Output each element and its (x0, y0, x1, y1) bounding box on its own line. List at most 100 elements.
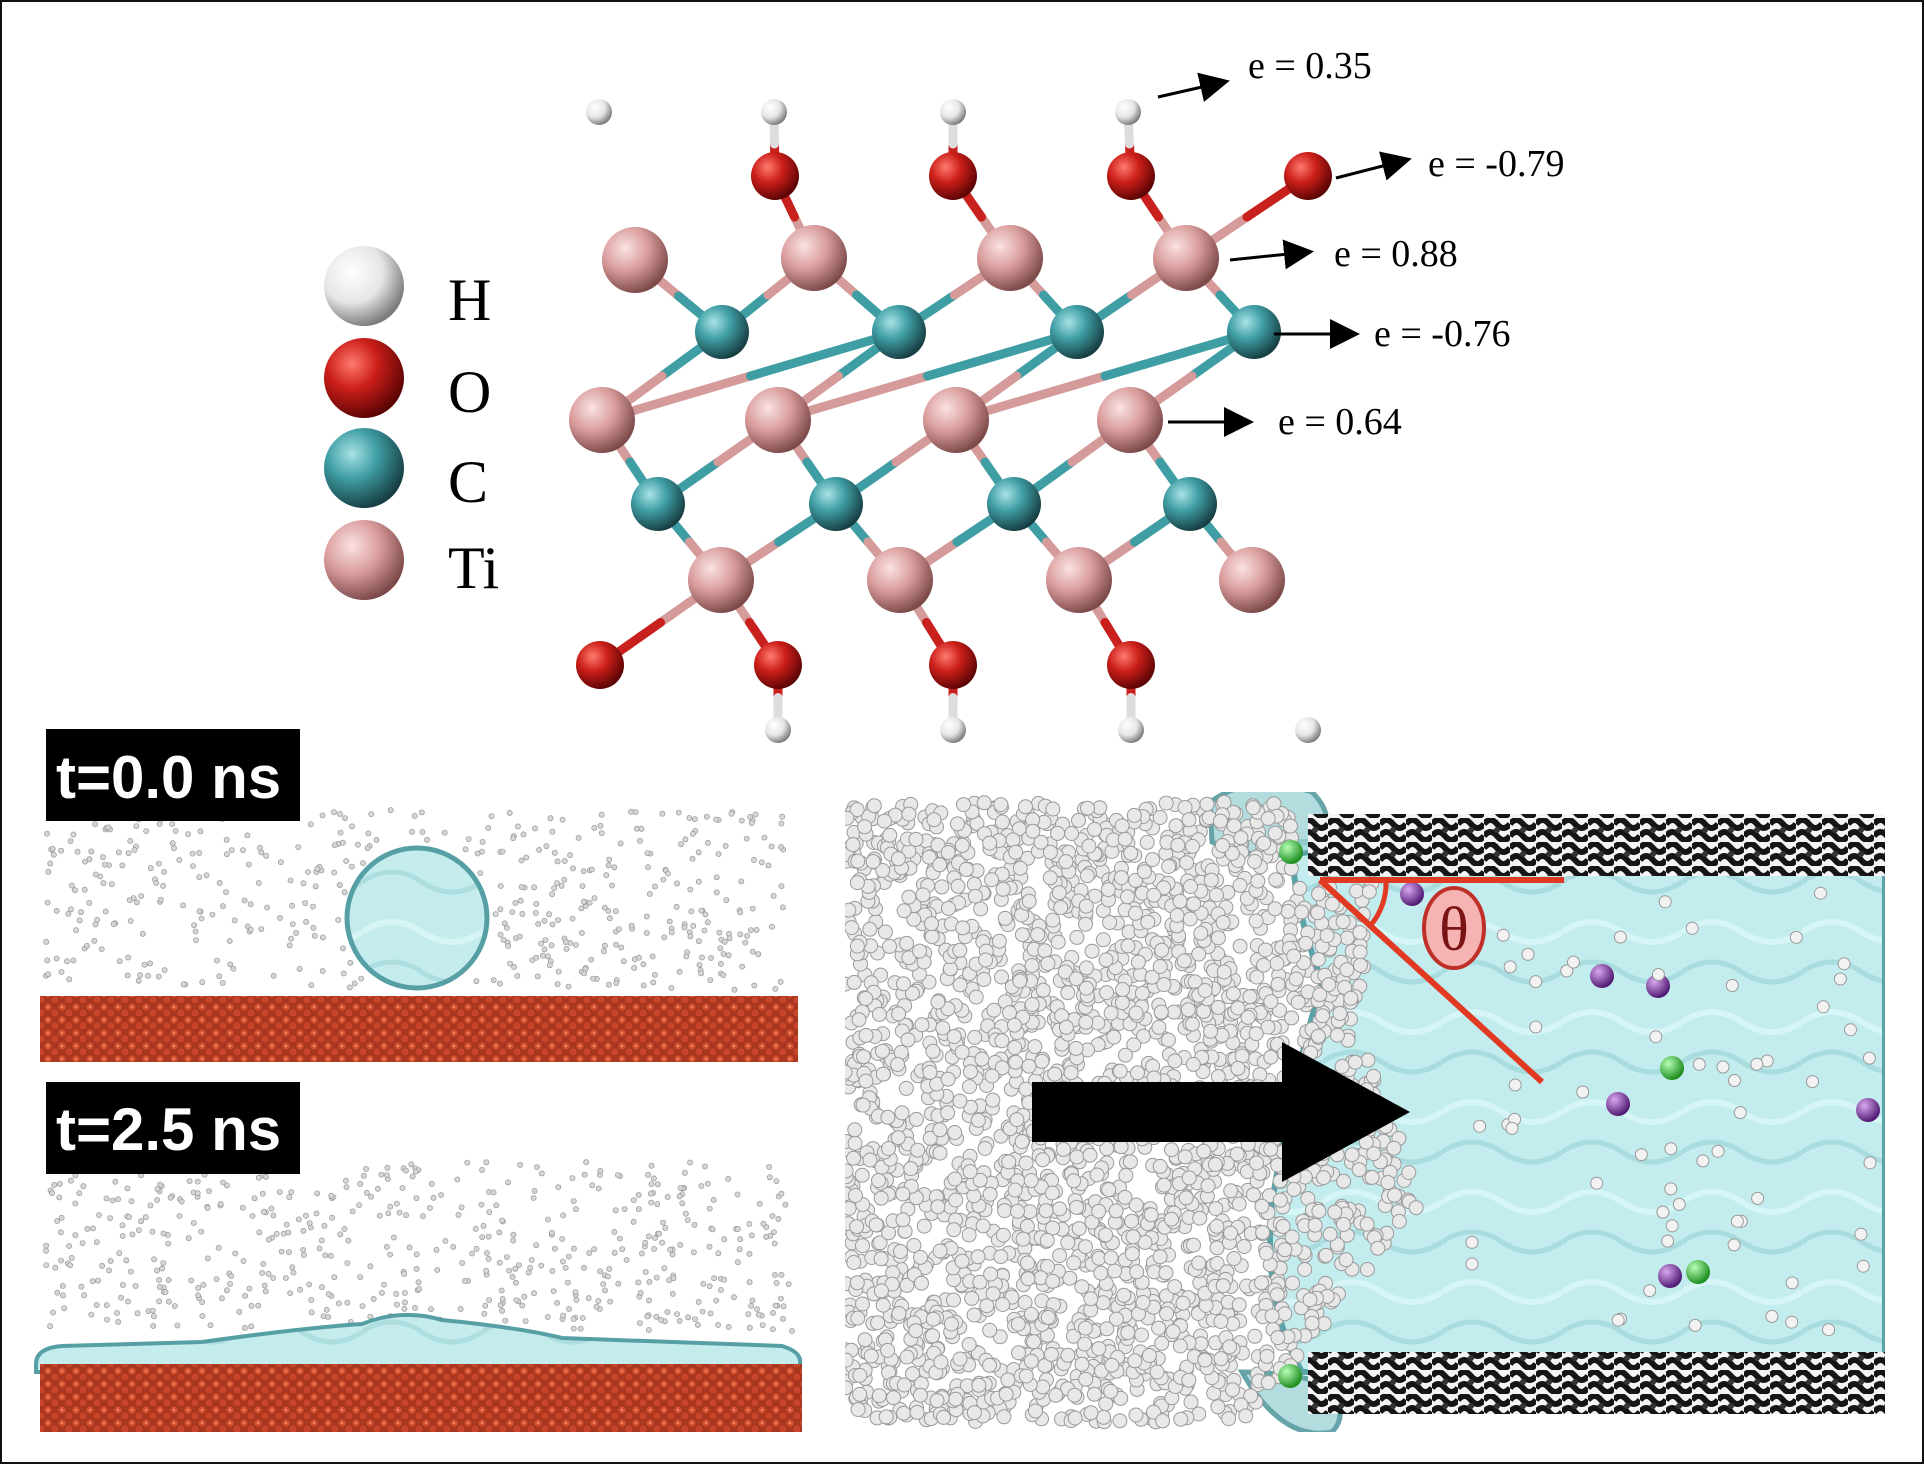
gas-particle (1039, 1232, 1055, 1248)
gas-particle (565, 1279, 571, 1286)
gas-particle (845, 1380, 853, 1396)
gas-particle (1164, 1211, 1179, 1227)
gas-particle (699, 1308, 706, 1315)
gas-particle (442, 1238, 449, 1244)
gas-particle (570, 1198, 577, 1204)
gas-particle (342, 1177, 349, 1184)
gas-particle (1245, 1187, 1261, 1203)
gas-particle (706, 1205, 713, 1212)
gas-particle (997, 1203, 1013, 1219)
gas-particle (565, 983, 572, 990)
gas-particle (647, 1190, 654, 1197)
gas-particle (1181, 1170, 1197, 1186)
gas-particle (713, 1297, 720, 1304)
gas-particle (1045, 912, 1061, 928)
titanium-atom (1219, 547, 1285, 613)
gas-particle (305, 869, 311, 875)
gas-particle (1154, 1335, 1170, 1351)
gas-particle (1152, 1158, 1168, 1174)
gas-particle (1009, 1112, 1025, 1128)
gas-particle (240, 1258, 247, 1264)
gas-particle (773, 1280, 780, 1286)
gas-particle (1263, 1049, 1279, 1065)
gas-particle (1854, 1227, 1868, 1241)
gas-particle (570, 865, 576, 872)
gas-particle (896, 1377, 912, 1393)
charge-label-ti-inner: e = 0.64 (1278, 401, 1402, 443)
gas-particle (690, 923, 697, 929)
gas-particle (551, 885, 557, 891)
gas-particle (651, 1246, 657, 1252)
gas-particle (692, 1316, 698, 1322)
gas-particle (499, 1307, 505, 1314)
gas-particle (357, 1274, 364, 1280)
gas-particle (263, 1173, 269, 1180)
gas-particle (852, 1367, 868, 1383)
gas-particle (1269, 956, 1285, 971)
gas-particle (351, 980, 358, 987)
gas-particle (613, 980, 620, 987)
gas-particle (538, 1262, 545, 1269)
gas-particle (505, 943, 512, 949)
gas-particle (1089, 1167, 1105, 1183)
gas-particle (780, 1303, 787, 1310)
gas-particle (551, 849, 558, 856)
gas-particle (579, 883, 586, 889)
gas-particle (263, 852, 269, 859)
gas-particle (972, 1274, 988, 1290)
gas-particle (533, 901, 540, 907)
gas-particle (638, 825, 645, 832)
gas-particle (948, 1192, 964, 1208)
gas-particle (308, 982, 315, 989)
gas-particle (1185, 838, 1200, 854)
gas-particle (1651, 968, 1665, 981)
gas-particle (636, 954, 642, 961)
gas-particle (1117, 831, 1133, 847)
gas-particle (88, 848, 95, 855)
gas-particle (687, 886, 694, 893)
gas-particle (664, 1309, 671, 1315)
gas-particle (845, 1064, 853, 1080)
oxygen-atom (929, 641, 977, 689)
gas-particle (1078, 898, 1094, 914)
gas-particle (766, 1174, 773, 1181)
gas-particle (572, 942, 579, 948)
gas-particle (1611, 1313, 1625, 1327)
gas-particle (1334, 1059, 1350, 1074)
gas-particle (577, 1325, 584, 1332)
gas-particle (1785, 1276, 1799, 1290)
gas-particle (912, 1387, 928, 1403)
gas-particle (434, 1267, 441, 1273)
gas-particle (1248, 1026, 1264, 1042)
gas-particle (509, 1273, 516, 1280)
gas-particle (1249, 969, 1265, 985)
gas-particle (58, 1214, 65, 1221)
gas-particle (749, 905, 756, 912)
gas-particle (331, 809, 337, 816)
gas-particle (1091, 1203, 1107, 1219)
gas-particle (1352, 925, 1368, 940)
gas-particle (506, 810, 513, 816)
gas-particle (384, 1165, 391, 1171)
gas-particle (174, 1322, 181, 1329)
gas-particle (1159, 1306, 1175, 1322)
gas-particle (1197, 983, 1213, 998)
gas-particle (1045, 1273, 1061, 1289)
gas-particle (1183, 879, 1198, 894)
gas-particle (343, 858, 350, 864)
gas-particle (1166, 1004, 1182, 1020)
gas-particle (223, 836, 230, 843)
gas-particle (1001, 1154, 1017, 1170)
gas-particle (1380, 1175, 1396, 1190)
gas-particle (554, 981, 561, 988)
gas-particle (1120, 938, 1136, 954)
gas-particle (1216, 964, 1232, 980)
time-label-final: t=2.5 ns (56, 1096, 281, 1163)
gas-particle (1000, 1372, 1016, 1388)
contact-interface-line (1317, 877, 1545, 1085)
gas-particle (974, 1051, 990, 1067)
gas-particle (1270, 976, 1286, 992)
gas-particle (520, 831, 527, 838)
gas-particle (766, 1164, 773, 1170)
